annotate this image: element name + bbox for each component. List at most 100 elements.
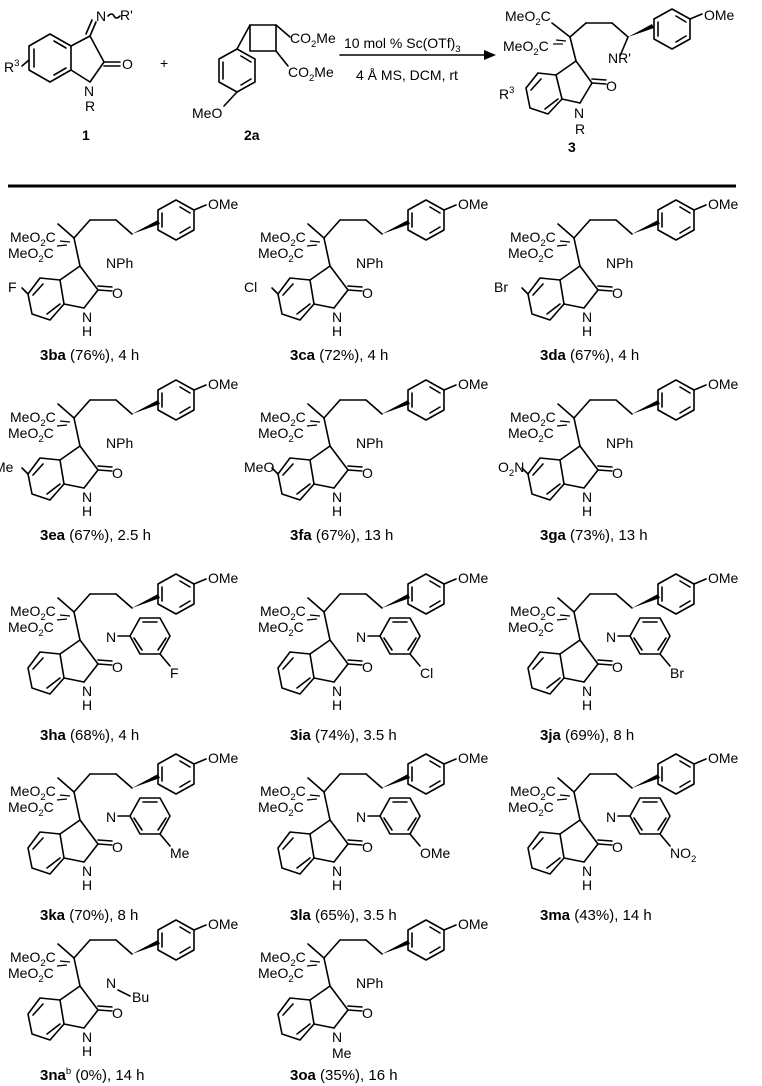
reactant-1-r3: R3 [4, 58, 19, 75]
benzo-substituent: Me [0, 459, 14, 475]
product-3-ester-2: MeO2C [503, 38, 549, 58]
product-3-ester-1: MeO2C [505, 8, 551, 28]
ring-n: N [582, 863, 592, 879]
catalyst-conditions: 10 mol % Sc(OTf)3 [344, 35, 461, 55]
reactant-2a-ester-1: CO2Me [290, 30, 336, 50]
compound-caption: 3ia (74%), 3.5 h [290, 727, 397, 744]
ring-h: H [582, 503, 592, 519]
compound-caption: 3da (67%), 4 h [540, 347, 639, 364]
compound-caption: 3ha (68%), 4 h [40, 727, 139, 744]
ring-n: N [332, 863, 342, 879]
ring-h: H [332, 697, 342, 713]
product-3-n: N [574, 105, 584, 121]
benzo-substituent: Br [494, 279, 508, 295]
amine-nph: NPh [106, 255, 133, 271]
compound-caption: 3fa (67%), 13 h [290, 527, 393, 544]
amine-n: N [106, 975, 116, 991]
ring-n: N [82, 1029, 92, 1045]
ring-h: H [82, 1043, 92, 1059]
carbonyl-o: O [112, 1005, 123, 1021]
reactant-2a-number: 2a [244, 127, 260, 143]
reactant-1-imine-n: N [96, 8, 106, 24]
product-3-ome: OMe [704, 7, 735, 23]
compound-caption: 3ba (76%), 4 h [40, 347, 139, 364]
methoxy-label: OMe [208, 196, 239, 212]
ring-h: H [82, 503, 92, 519]
ring-n: N [582, 309, 592, 325]
ester-label-2: MeO2C [258, 425, 304, 445]
ester-label-1: MeO2C [10, 783, 56, 803]
carbonyl-o: O [362, 659, 373, 675]
ring-h: H [82, 323, 92, 339]
amine-nph: NPh [606, 435, 633, 451]
ring-n: N [82, 489, 92, 505]
ring-h: H [582, 323, 592, 339]
compound-caption: 3oa (35%), 16 h [290, 1067, 398, 1084]
n-methyl: Me [332, 1045, 352, 1061]
reaction-arrow: 10 mol % Sc(OTf)3 4 Å MS, DCM, rt [339, 35, 496, 83]
ester-label-2: MeO2C [258, 245, 304, 265]
amine-n: N [106, 809, 116, 825]
methoxy-label: OMe [208, 916, 239, 932]
ring-h: H [332, 877, 342, 893]
methoxy-label: OMe [708, 570, 739, 586]
ester-label-1: MeO2C [510, 409, 556, 429]
n-butyl: Bu [132, 989, 149, 1005]
methoxy-label: OMe [708, 750, 739, 766]
ester-label-1: MeO2C [10, 229, 56, 249]
reactant-1-number: 1 [82, 127, 90, 143]
benzo-substituent: O2N [498, 459, 524, 479]
reactant-2a: CO2Me CO2Me MeO 2a [192, 24, 336, 143]
ring-h: H [332, 323, 342, 339]
amine-n: N [606, 809, 616, 825]
methoxy-label: OMe [208, 750, 239, 766]
ester-label-1: MeO2C [260, 603, 306, 623]
reactant-1-rprime: R' [120, 7, 133, 23]
ester-label-2: MeO2C [258, 799, 304, 819]
product-3-r: R [575, 121, 585, 137]
reaction-scheme: N R' O N R R3 1 + CO2Me CO2Me MeO 2a [4, 7, 735, 155]
benzo-substituent: F [8, 279, 17, 295]
methoxy-label: OMe [208, 376, 239, 392]
compound-caption: 3la (65%), 3.5 h [290, 907, 397, 924]
ester-label-1: MeO2C [510, 229, 556, 249]
methoxy-label: OMe [458, 570, 489, 586]
ester-label-1: MeO2C [10, 603, 56, 623]
compound-3ea: OMeMeO2CMeO2CONHMeNPh3ea (67%), 2.5 h [0, 376, 239, 544]
amine-n: N [606, 629, 616, 645]
compound-caption: 3ma (43%), 14 h [540, 907, 652, 924]
ester-label-1: MeO2C [260, 949, 306, 969]
plus-sign: + [160, 55, 168, 71]
ester-label-2: MeO2C [508, 425, 554, 445]
amine-nph: NPh [356, 435, 383, 451]
ester-label-2: MeO2C [8, 799, 54, 819]
ring-n: N [332, 683, 342, 699]
reactant-2a-methoxy: MeO [192, 105, 222, 121]
product-3-r3: R3 [499, 85, 514, 102]
ring-n: N [582, 683, 592, 699]
methoxy-label: OMe [208, 570, 239, 586]
benzo-substituent: Cl [244, 279, 257, 295]
aryl-substituent: NO2 [670, 845, 696, 865]
compound-caption: 3nab (0%), 14 h [40, 1066, 145, 1084]
compound-caption: 3ka (70%), 8 h [40, 907, 138, 924]
ring-h: H [82, 877, 92, 893]
ring-n: N [82, 683, 92, 699]
carbonyl-o: O [112, 285, 123, 301]
amine-n: N [106, 629, 116, 645]
reactant-2a-ester-2: CO2Me [288, 64, 334, 84]
methoxy-label: OMe [458, 196, 489, 212]
ester-label-1: MeO2C [260, 229, 306, 249]
carbonyl-o: O [362, 465, 373, 481]
